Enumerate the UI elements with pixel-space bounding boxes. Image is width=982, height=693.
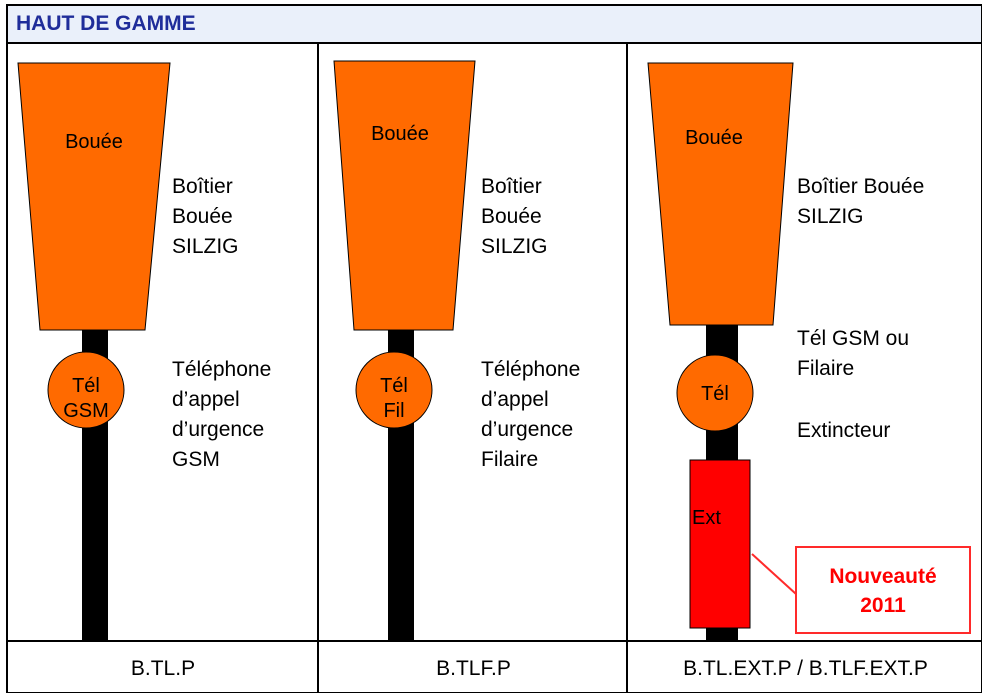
extinguisher-description-3: Extincteur: [797, 419, 891, 442]
phone-circle-2: [355, 351, 433, 429]
product-code-1: B.TL.P: [130, 657, 196, 680]
new-2011-callout: Nouveauté 2011: [795, 546, 971, 634]
phone-label-1: Tél GSM: [63, 375, 109, 422]
extinguisher-3: [689, 459, 751, 629]
phone-description-2: Téléphone d’appel d’urgence Filaire: [481, 358, 581, 471]
buoy-label-2: Bouée: [371, 123, 429, 145]
callout-text: Nouveauté 2011: [829, 565, 937, 617]
box-description-2: Boîtier Bouée SILZIG: [481, 175, 548, 258]
callout-pointer: [751, 553, 797, 595]
phone-description-1: Téléphone d’appel d’urgence GSM: [172, 358, 272, 471]
table-title: HAUT DE GAMME: [16, 12, 196, 35]
buoy-label-1: Bouée: [65, 131, 123, 153]
box-description-1: Boîtier Bouée SILZIG: [172, 175, 239, 258]
table-header: [8, 6, 982, 42]
buoy-label-3: Bouée: [685, 127, 743, 149]
product-code-3: B.TL.EXT.P / B.TLF.EXT.P: [683, 657, 928, 680]
phone-description-3: Tél GSM ou Filaire: [797, 327, 910, 380]
buoy-3: [647, 62, 794, 326]
extinguisher-label-3: Ext: [692, 507, 721, 529]
product-code-2: B.TLF.P: [436, 657, 511, 680]
buoy-1: [17, 62, 171, 331]
table-border: [6, 4, 982, 693]
buoy-2: [333, 60, 476, 331]
box-description-3: Boîtier Bouée SILZIG: [797, 175, 925, 228]
phone-label-2: Tél Fil: [380, 375, 408, 422]
phone-circle-1: [47, 351, 125, 429]
phone-label-3: Tél: [701, 383, 729, 405]
phone-circle-3: [676, 354, 754, 432]
